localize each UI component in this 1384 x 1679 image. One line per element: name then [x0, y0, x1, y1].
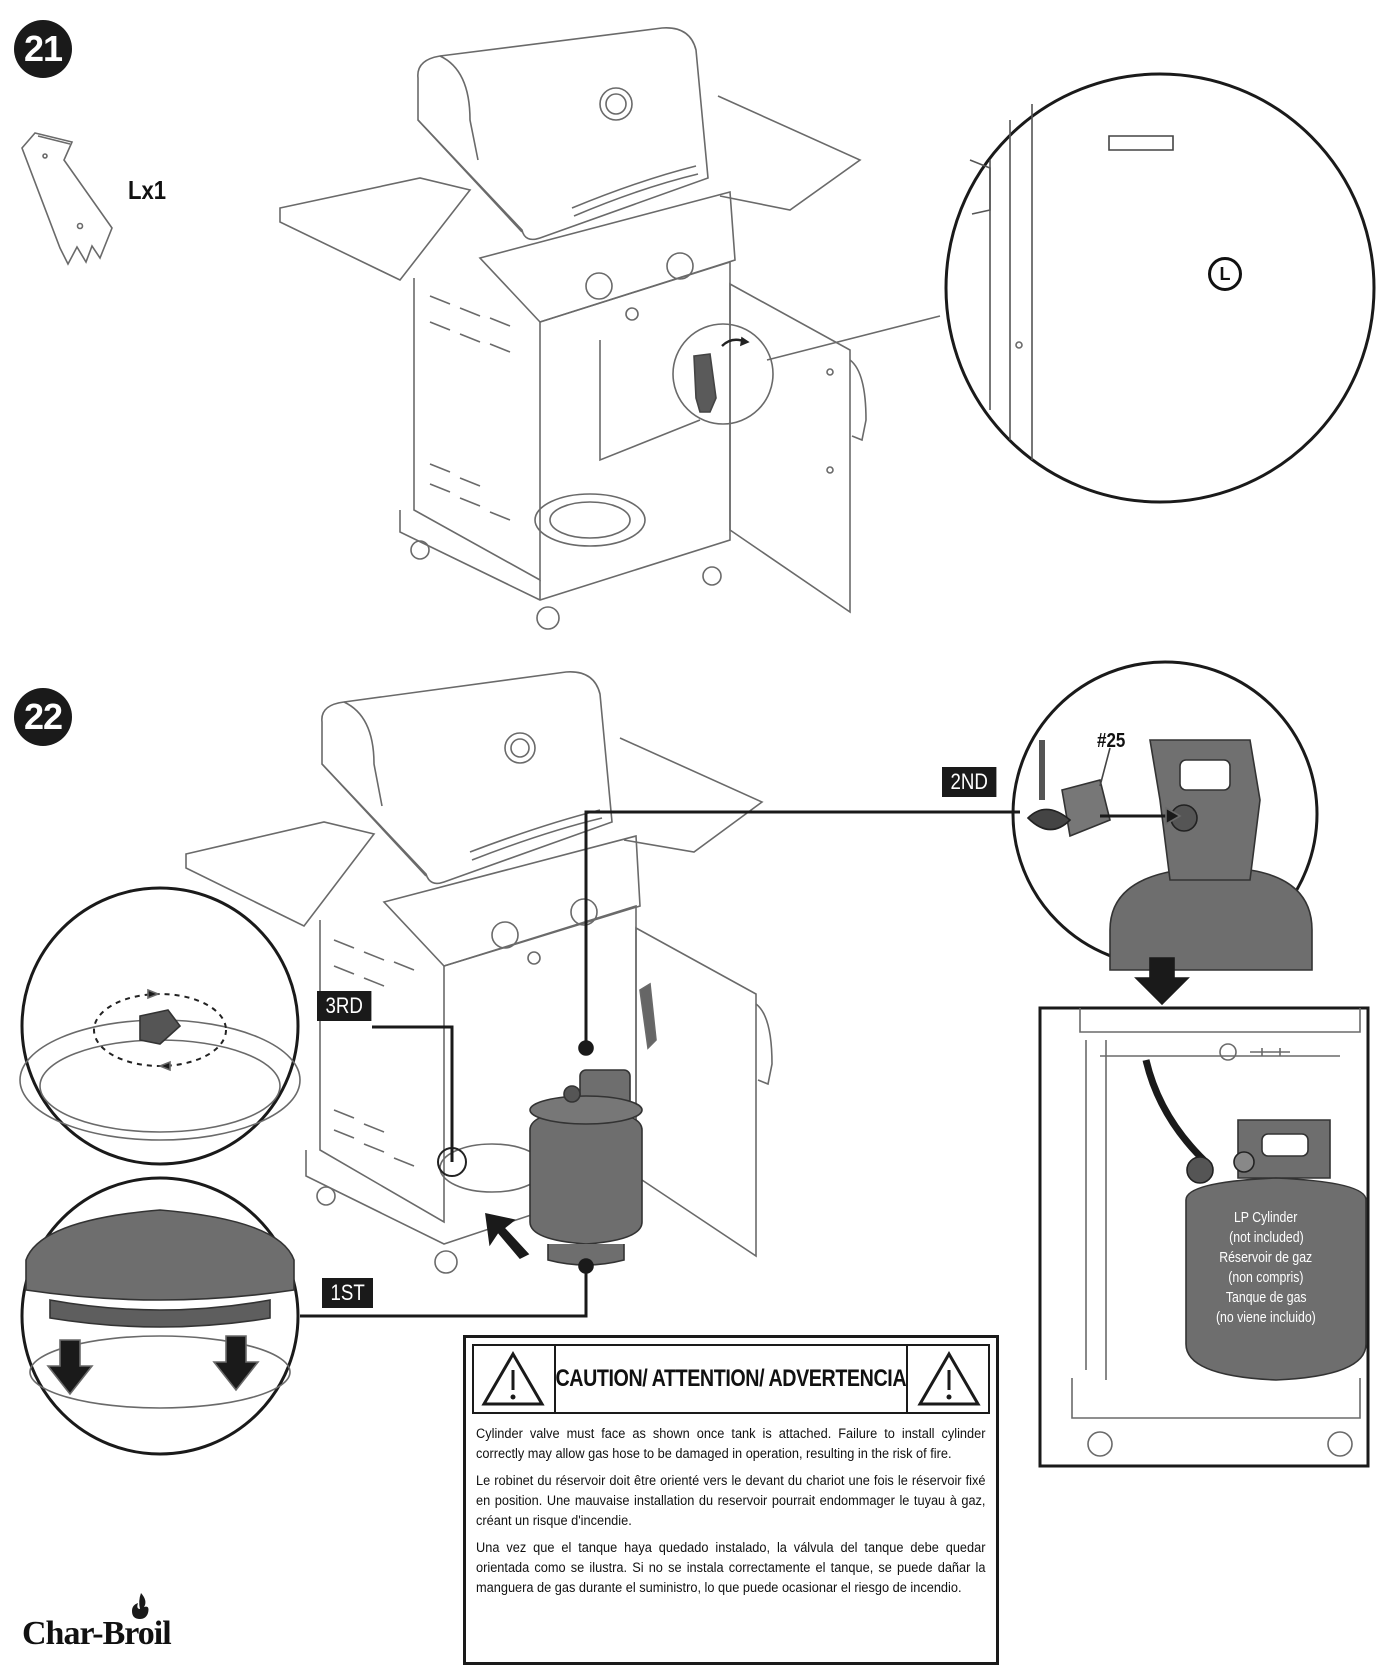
caution-english: Cylinder valve must face as shown once t…: [476, 1424, 986, 1464]
brand-logo: Char-Broil: [22, 1593, 172, 1653]
part-number-25: #25: [1097, 730, 1126, 752]
step-21-badge: 21: [14, 20, 72, 78]
caution-spanish: Una vez que el tanque haya quedado insta…: [476, 1538, 986, 1598]
grill-step21: [279, 27, 941, 630]
caution-title-text: CAUTION/ ATTENTION/ ADVERTENCIA: [555, 1365, 907, 1392]
sequence-2nd-label: 2ND: [942, 767, 997, 797]
caution-french-text: Le robinet du réservoir doit être orient…: [476, 1473, 986, 1529]
flame-icon: [132, 1593, 149, 1619]
caution-title: CAUTION/ ATTENTION/ ADVERTENCIA: [554, 1346, 908, 1412]
part-l-icon: [21, 132, 113, 266]
caution-spanish-text: Una vez que el tanque haya quedado insta…: [476, 1540, 986, 1596]
step-22-number: 22: [23, 696, 63, 737]
lp-cylinder-label: LP Cylinder (not included) Réservoir de …: [1186, 1208, 1346, 1328]
caution-header: CAUTION/ ATTENTION/ ADVERTENCIA: [472, 1344, 990, 1414]
warning-triangle-icon: [917, 1351, 981, 1406]
tank-label-line2: (not included): [1228, 1229, 1304, 1246]
part-l-callout: L: [1208, 257, 1242, 291]
tank-label-line3: Réservoir de gaz: [1219, 1249, 1313, 1266]
tank-label-line5: Tanque de gas: [1225, 1289, 1307, 1306]
caution-body: Cylinder valve must face as shown once t…: [476, 1424, 986, 1605]
part-l-callout-letter: L: [1219, 263, 1231, 284]
step-22-badge: 22: [14, 688, 72, 746]
tank-label-line4: (non compris): [1228, 1269, 1304, 1286]
tank-label-line1: LP Cylinder: [1234, 1209, 1298, 1226]
tank-label-line6: (no viene incluido): [1216, 1309, 1316, 1326]
grill-step22: [185, 671, 773, 1274]
warning-triangle-icon: [481, 1351, 545, 1406]
caution-english-text: Cylinder valve must face as shown once t…: [476, 1426, 986, 1462]
sequence-3rd-label: 3RD: [317, 991, 372, 1021]
step-21-number: 21: [23, 28, 63, 69]
lp-tank-step22: [529, 1069, 643, 1266]
sequence-1st-label: 1ST: [322, 1278, 374, 1308]
brand-logo-text: Char-Broil: [22, 1615, 172, 1652]
caution-french: Le robinet du réservoir doit être orient…: [476, 1471, 986, 1531]
quantity-label: Lx1: [128, 175, 167, 205]
caution-box: CAUTION/ ATTENTION/ ADVERTENCIA Cylinder…: [463, 1335, 999, 1665]
